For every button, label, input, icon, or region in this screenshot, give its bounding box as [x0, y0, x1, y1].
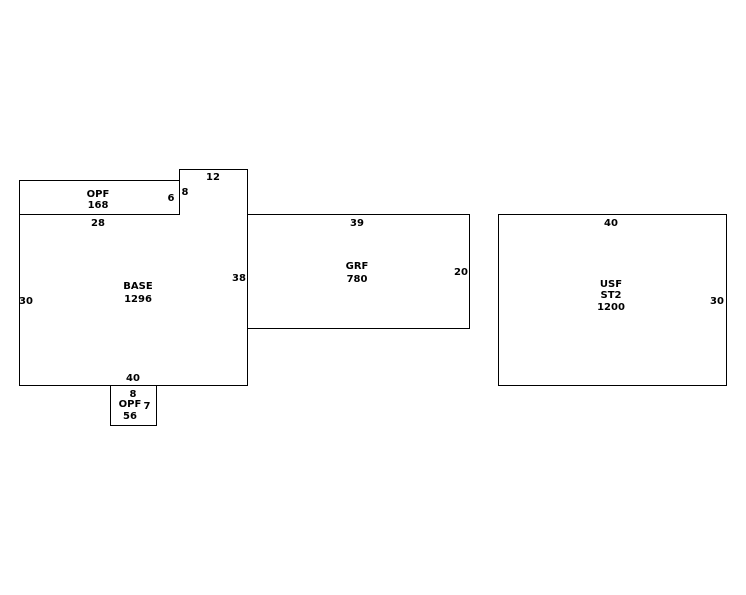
opf-top-area-value: 168 — [88, 200, 109, 211]
usf-code: USF — [600, 279, 622, 290]
usf-top-dimension: 40 — [604, 218, 618, 229]
base-area-value: 1296 — [124, 294, 152, 305]
base-right-dimension: 38 — [232, 273, 246, 284]
base-notch-side-dimension: 8 — [182, 187, 189, 198]
grf-top-dimension: 39 — [350, 218, 364, 229]
grf-right-dimension: 20 — [454, 267, 468, 278]
opf-bottom-right-dimension: 7 — [144, 401, 151, 412]
base-code: BASE — [123, 281, 153, 292]
usf-area-value: 1200 — [597, 302, 625, 313]
opf-bottom-area-value: 56 — [123, 411, 137, 422]
opf-top-width-dimension: 28 — [91, 218, 105, 229]
opf-bottom-area — [110, 385, 157, 426]
opf-top-depth-dimension: 6 — [168, 193, 175, 204]
opf-bottom-code: OPF — [119, 399, 142, 410]
usf-right-dimension: 30 — [710, 296, 724, 307]
grf-area — [247, 214, 470, 329]
base-left-dimension: 30 — [19, 296, 33, 307]
base-notch-top-dimension: 12 — [206, 172, 220, 183]
base-bottom-dimension: 40 — [126, 373, 140, 384]
opf-top-code: OPF — [87, 189, 110, 200]
grf-code: GRF — [346, 261, 369, 272]
grf-area-value: 780 — [347, 274, 368, 285]
opf-top-area — [19, 180, 180, 215]
usf-area — [498, 214, 727, 386]
opf-bottom-top-dimension: 8 — [130, 389, 137, 400]
usf-code-secondary: ST2 — [601, 290, 622, 301]
